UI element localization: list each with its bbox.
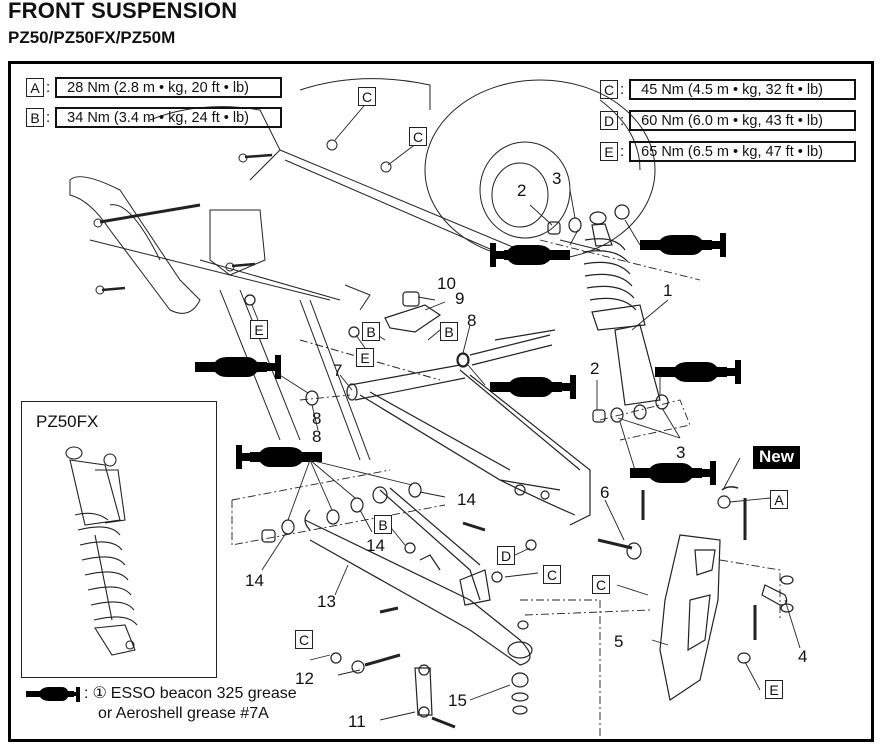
torque-key: B — [26, 108, 44, 127]
torque-marker-b: B — [374, 515, 392, 534]
grease-gun-icon — [26, 687, 80, 702]
callout-7: 7 — [333, 361, 343, 380]
torque-value: 34 Nm (3.4 m • kg, 24 ft • lb) — [55, 107, 283, 128]
torque-marker-e: E — [356, 348, 374, 367]
torque-marker-e: E — [765, 680, 783, 699]
diagram-frame — [8, 61, 874, 742]
torque-spec-c: C : 45 Nm (4.5 m • kg, 32 ft • lb) — [600, 79, 857, 100]
callout-9: 9 — [455, 289, 465, 308]
legend-line-1: ESSO beacon 325 grease — [110, 685, 297, 702]
callout-6: 6 — [600, 483, 610, 502]
callout-5: 5 — [614, 632, 624, 651]
callout-14: 14 — [245, 571, 264, 590]
page-title: FRONT SUSPENSION — [8, 0, 238, 23]
torque-marker-b: B — [440, 322, 458, 341]
torque-marker-d: D — [497, 546, 515, 565]
torque-marker-c: C — [295, 630, 313, 649]
torque-spec-a: A : 28 Nm (2.8 m • kg, 20 ft • lb) — [26, 77, 283, 98]
torque-marker-c: C — [592, 575, 610, 594]
shock-absorber-drawing — [582, 211, 661, 420]
inset-title: PZ50FX — [36, 412, 99, 431]
torque-spec-d: D : 60 Nm (6.0 m • kg, 43 ft • lb) — [600, 110, 857, 131]
new-part-badge: New — [753, 446, 800, 469]
grease-legend: : ① ESSO beacon 325 grease or Aeroshell … — [24, 684, 297, 724]
callout-2: 2 — [517, 181, 527, 200]
torque-key: C — [600, 80, 618, 99]
grease-gun-icon — [630, 461, 716, 485]
callout-8: 8 — [467, 311, 477, 330]
torque-value: 45 Nm (4.5 m • kg, 32 ft • lb) — [629, 79, 857, 100]
callout-10: 10 — [437, 274, 456, 293]
grease-gun-icon — [640, 233, 726, 257]
torque-marker-b: B — [362, 322, 380, 341]
grease-gun-icon — [655, 360, 741, 384]
callout-14: 14 — [457, 490, 476, 509]
callout-8: 8 — [312, 427, 322, 446]
callout-15: 15 — [448, 691, 467, 710]
callout-12: 12 — [295, 669, 314, 688]
torque-value: 60 Nm (6.0 m • kg, 43 ft • lb) — [629, 110, 857, 131]
torque-value: 65 Nm (6.5 m • kg, 47 ft • lb) — [629, 141, 857, 162]
grease-leader-lines — [274, 219, 661, 521]
grease-gun-icon — [490, 243, 570, 267]
grease-gun-icon — [195, 355, 281, 379]
torque-spec-b: B : 34 Nm (3.4 m • kg, 24 ft • lb) — [26, 107, 283, 128]
bushings-drawing — [244, 204, 794, 729]
callout-8: 8 — [312, 409, 322, 428]
knuckle-drawing — [659, 534, 721, 701]
torque-value: 28 Nm (2.8 m • kg, 20 ft • lb) — [55, 77, 283, 98]
leader-lines — [251, 99, 801, 721]
callout-3: 3 — [676, 443, 686, 462]
torque-marker-c: C — [358, 87, 376, 106]
alignment-lines — [231, 239, 781, 740]
legend-circled-number: ① — [92, 685, 107, 702]
torque-key: E — [600, 142, 618, 161]
callout-1: 1 — [663, 281, 673, 300]
upper-a-arm-drawing — [346, 334, 591, 526]
legend-line-2: or Aeroshell grease #7A — [98, 705, 269, 722]
torque-spec-e: E : 65 Nm (6.5 m • kg, 47 ft • lb) — [600, 141, 857, 162]
torque-marker-c: C — [409, 127, 427, 146]
torque-marker-e: E — [250, 320, 268, 339]
callout-14: 14 — [366, 536, 385, 555]
callout-11: 11 — [348, 712, 366, 731]
grease-gun-icon — [490, 375, 576, 399]
lower-a-arm-drawing — [304, 486, 533, 666]
pz50fx-inset: PZ50FX — [21, 401, 217, 678]
model-subtitle: PZ50/PZ50FX/PZ50M — [8, 28, 176, 47]
torque-marker-a: A — [770, 490, 788, 509]
torque-marker-c: C — [543, 565, 561, 584]
callout-13: 13 — [317, 592, 336, 611]
callout-2: 2 — [590, 359, 600, 378]
torque-key: A — [26, 78, 44, 97]
torque-key: D — [600, 111, 618, 130]
callout-3: 3 — [552, 169, 562, 188]
callout-4: 4 — [798, 647, 808, 666]
frame-chassis-drawing — [69, 78, 656, 461]
grease-gun-icon — [236, 445, 322, 469]
